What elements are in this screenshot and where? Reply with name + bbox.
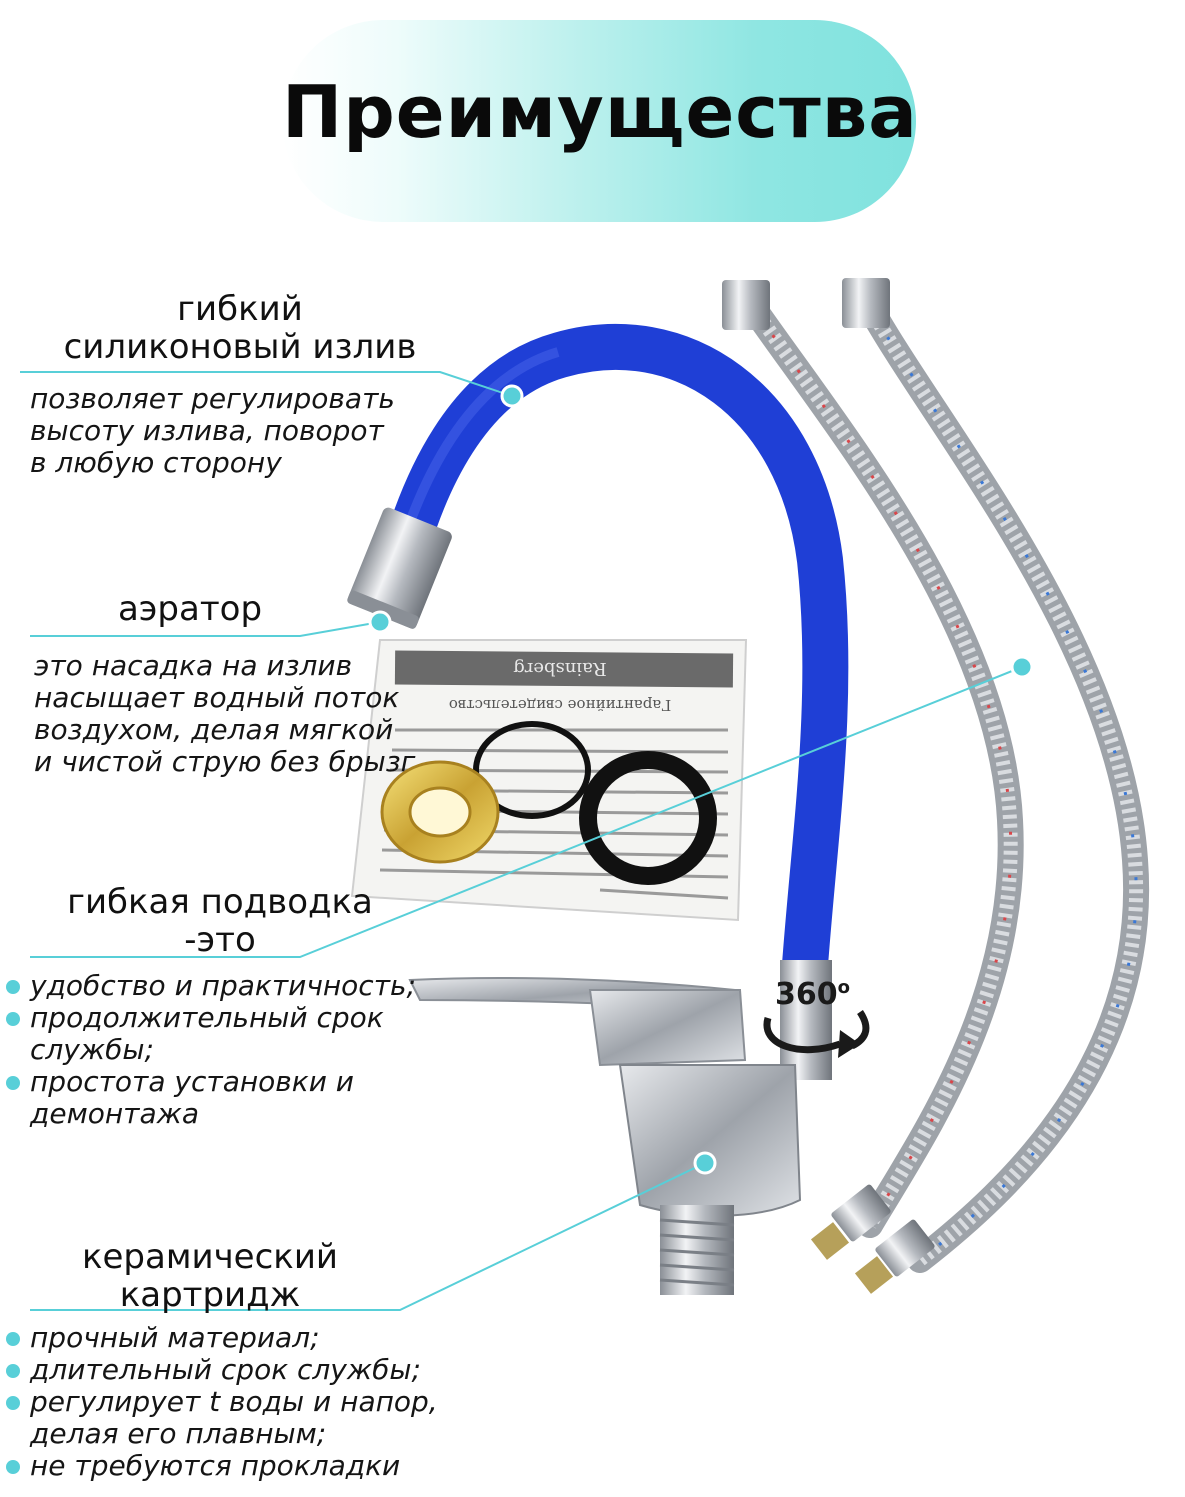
warranty-card: Rainsberg Гарантийное свидетельство xyxy=(350,639,748,922)
feature-spout-heading: гибкий силиконовый излив xyxy=(63,289,417,367)
list-item: длительный срок службы; xyxy=(4,1354,438,1386)
feature-hose-heading: гибкая подводка -это xyxy=(67,882,373,960)
feature-cartridge-list: прочный материал; длительный срок службы… xyxy=(4,1322,438,1482)
mixer-body xyxy=(618,1064,802,1217)
feature-cartridge-heading: керамический картридж xyxy=(81,1237,339,1315)
callout-lines xyxy=(20,371,1023,1311)
page-title: Преимущества xyxy=(282,70,918,154)
feature-hose-list: удобство и практичность; продолжительный… xyxy=(4,970,416,1130)
callout-dot-spout xyxy=(500,384,524,408)
callout-dot-cartridge xyxy=(693,1151,717,1175)
list-item: удобство и практичность; xyxy=(4,970,416,1002)
list-item: продолжительный срок xyxy=(4,1002,416,1034)
list-item: не требуются прокладки xyxy=(4,1450,438,1482)
rotation-badge: 360o xyxy=(775,977,850,1012)
list-item: простота установки и xyxy=(4,1066,416,1098)
rotation-arrow-icon xyxy=(763,1017,842,1054)
rubber-gasket xyxy=(579,751,717,885)
title-banner xyxy=(282,20,916,222)
feature-spout-description: позволяет регулировать высоту излива, по… xyxy=(30,382,395,479)
warranty-heading: Гарантийное свидетельство xyxy=(449,696,671,714)
list-item: демонтажа xyxy=(30,1097,199,1130)
spout-base xyxy=(780,960,832,1080)
list-item: регулирует t воды и напор, xyxy=(4,1386,438,1418)
feature-aerator-heading: аэратор xyxy=(117,589,263,629)
callout-dot-hose xyxy=(1010,655,1034,679)
flexible-hose-right xyxy=(853,287,1150,1273)
callout-dot-aerator xyxy=(368,610,392,634)
flexible-hose-left xyxy=(735,287,1024,1238)
list-item: службы; xyxy=(30,1033,154,1066)
feature-aerator-description: это насадка на излив насыщает водный пот… xyxy=(34,649,416,778)
o-ring xyxy=(473,721,591,819)
warranty-brand: Rainsberg xyxy=(513,658,607,679)
list-item: прочный материал; xyxy=(4,1322,438,1354)
aerator xyxy=(347,507,452,629)
list-item: делая его плавным; xyxy=(30,1417,327,1450)
hose-nut-right xyxy=(842,278,890,328)
hose-nut-left xyxy=(722,280,770,330)
